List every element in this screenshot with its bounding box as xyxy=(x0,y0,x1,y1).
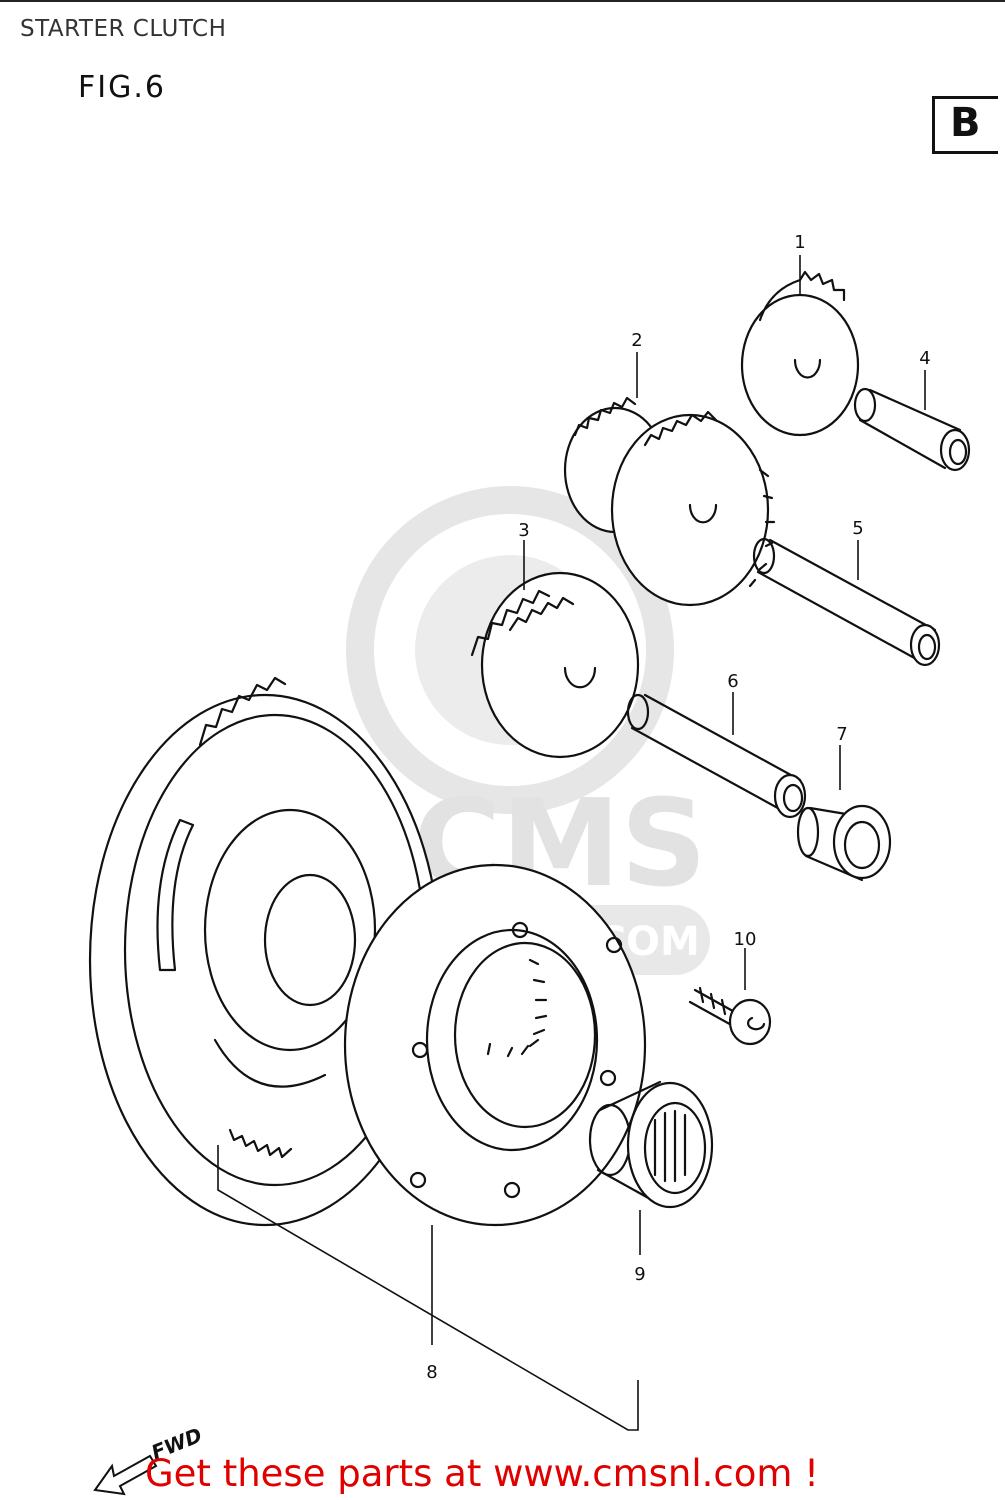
part-8-clutch-housing xyxy=(343,863,647,1227)
part-1-gear xyxy=(740,270,860,437)
callout-8: 8 xyxy=(426,1362,437,1383)
part-4-pin xyxy=(853,387,971,472)
section-letter: B xyxy=(950,100,981,146)
part-6-pin xyxy=(626,693,807,819)
callout-1: 1 xyxy=(794,232,805,253)
callout-7: 7 xyxy=(836,724,847,745)
figure-label: FIG.6 xyxy=(78,70,166,105)
leader-lines xyxy=(217,255,926,1431)
callout-10: 10 xyxy=(734,929,757,950)
callout-2: 2 xyxy=(631,330,642,351)
part-9-bearing xyxy=(588,1080,714,1209)
part-2-double-gear xyxy=(563,396,776,607)
arrow-icon xyxy=(93,1454,158,1496)
part-5-pin xyxy=(752,537,941,667)
callout-9: 9 xyxy=(634,1264,645,1285)
callout-numbers: 1 2 3 4 5 6 7 8 9 10 xyxy=(426,232,930,1383)
callout-6: 6 xyxy=(727,671,738,692)
section-box xyxy=(932,96,998,154)
page-title: STARTER CLUTCH xyxy=(20,16,227,42)
part-7-bush xyxy=(796,804,892,882)
part-3-double-gear xyxy=(470,571,640,759)
callout-4: 4 xyxy=(919,348,930,369)
callout-5: 5 xyxy=(852,518,863,539)
part-10-bolt xyxy=(688,986,772,1046)
callout-3: 3 xyxy=(518,520,529,541)
top-rule xyxy=(0,0,1005,2)
watermark-ring xyxy=(346,486,674,814)
promo-text: Get these parts at www.cmsnl.com ! xyxy=(145,1452,820,1495)
